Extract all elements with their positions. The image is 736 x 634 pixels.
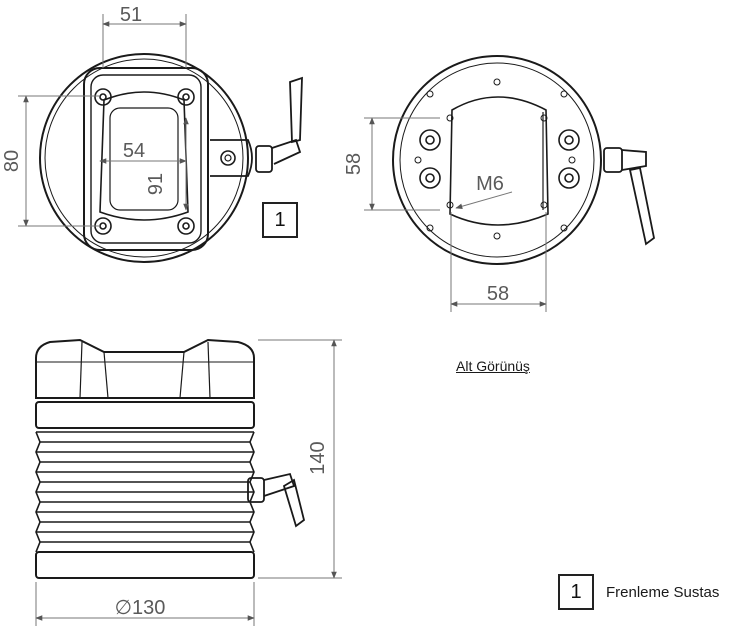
thread-label: M6 [476, 173, 504, 195]
top-view-dims [18, 14, 189, 227]
dim-inner-width: 54 [123, 140, 145, 162]
side-view-dims [35, 339, 342, 626]
top-view [39, 53, 303, 263]
callout-box: 1 [262, 202, 298, 238]
dim-bottom-vertical: 58 [343, 153, 365, 175]
legend-number-box: 1 [558, 574, 594, 610]
dim-bottom-horizontal: 58 [487, 283, 509, 305]
top-plate [83, 67, 209, 251]
legend-text: Frenleme Sustas [606, 584, 720, 601]
lever-handle-icon [255, 76, 303, 173]
dim-inner-height: 91 [145, 173, 167, 195]
bottom-view-dims [364, 117, 547, 312]
dim-side-diameter: ∅130 [115, 597, 166, 619]
lever-handle-icon [603, 147, 655, 246]
dim-top-width: 51 [120, 4, 142, 26]
bottom-view-label: Alt Görünüş [456, 358, 530, 374]
side-view [35, 338, 306, 579]
bottom-view [392, 55, 655, 265]
dim-side-height: 140 [307, 441, 329, 474]
lever-handle-icon [247, 472, 306, 528]
bolt-hole-icon [419, 129, 580, 189]
dim-top-height: 80 [1, 150, 23, 172]
